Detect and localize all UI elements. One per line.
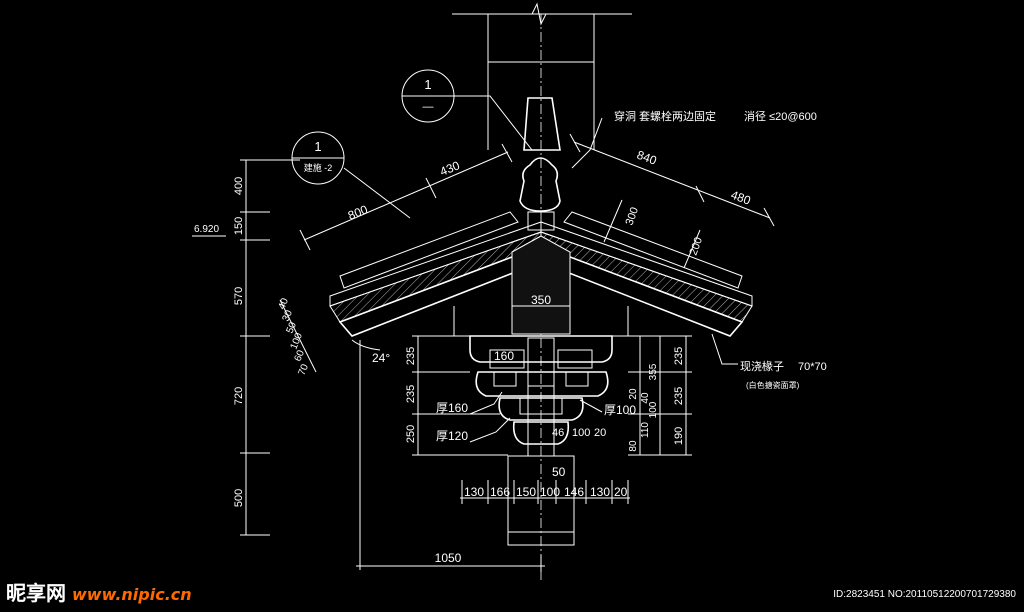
thickness-labels: 厚160 厚120 厚100 xyxy=(436,391,636,443)
dim-50: 50 xyxy=(552,465,566,479)
top-left-slope-dims: 800 430 xyxy=(299,143,513,251)
note-rafter-size: 70*70 xyxy=(798,361,827,373)
dim-b-166: 166 xyxy=(490,485,510,499)
section-ref-bubble-2: 1 建施 -2 xyxy=(291,131,411,219)
dim-r-110: 110 xyxy=(640,422,651,438)
watermark-site: 昵享网 xyxy=(6,581,66,605)
dim-v-570: 570 xyxy=(233,287,245,305)
note-rafter-finish: (白色搪瓷面罩) xyxy=(746,380,800,390)
dim-r-40: 40 xyxy=(640,392,651,404)
left-dimension-chain: 400 150 570 720 500 6.920 xyxy=(192,159,300,536)
dim-1050: 1050 xyxy=(435,551,462,565)
note-rafter: 现浇椽子 xyxy=(740,360,784,373)
lower-column xyxy=(507,455,575,546)
dim-r-20: 20 xyxy=(628,388,639,400)
section-ref-2-sub: 建施 -2 xyxy=(304,162,333,173)
image-id-label: ID:2823451 NO:20110512200701729380 xyxy=(833,589,1016,600)
bracket-set xyxy=(469,335,613,457)
dim-350: 350 xyxy=(531,293,551,307)
inner-right-dims: 235 235 190 355 20 80 110 100 40 xyxy=(628,335,692,456)
bottom-dim-chain: 130 166 150 100 146 130 20 xyxy=(460,480,630,504)
dim-r-100: 100 xyxy=(648,401,659,418)
right-roof-slab xyxy=(540,211,753,337)
section-ref-2-number: 1 xyxy=(314,139,321,154)
dim-inner-235a: 235 xyxy=(405,347,417,365)
dim-r-80: 80 xyxy=(628,440,639,452)
dim-v-150: 150 xyxy=(233,217,245,235)
upper-column xyxy=(487,13,595,150)
dim-r-190: 190 xyxy=(673,427,685,445)
dim-b-130a: 130 xyxy=(464,485,484,499)
left-small-dims: 40 30 50 100 60 70 xyxy=(277,296,317,377)
dim-small-40: 40 xyxy=(277,296,292,311)
elevation-label: 6.920 xyxy=(194,224,219,235)
dim-v-720: 720 xyxy=(233,387,245,405)
dim-840: 840 xyxy=(635,148,659,168)
dim-160: 160 xyxy=(494,349,514,363)
top-right-slope-dims: 840 480 300 200 xyxy=(569,133,775,269)
dim-b-20: 20 xyxy=(614,485,628,499)
dim-inner-250: 250 xyxy=(405,425,417,443)
dim-46: 46 xyxy=(552,427,564,439)
center-dims: 350 160 46 100 20 50 xyxy=(490,293,606,479)
dim-b-100: 100 xyxy=(540,485,560,499)
dim-inner-235b: 235 xyxy=(405,385,417,403)
dim-small-50: 50 xyxy=(285,320,300,335)
dim-r-235a: 235 xyxy=(673,347,685,365)
section-ref-bubble-1: 1 — xyxy=(401,69,533,151)
note-bolt-spacing: 消径 ≤20@600 xyxy=(744,109,817,123)
inner-left-dims: 235 235 250 xyxy=(405,335,508,456)
dim-20: 20 xyxy=(594,427,606,439)
dim-b-150: 150 xyxy=(516,485,536,499)
section-ref-1-number: 1 xyxy=(424,77,431,92)
dim-v-500: 500 xyxy=(233,489,245,507)
section-ref-1-sub: — xyxy=(423,101,434,113)
label-thick-160: 厚160 xyxy=(436,401,468,415)
dim-r-235b: 235 xyxy=(673,387,685,405)
dim-b-130b: 130 xyxy=(590,485,610,499)
dim-b-146: 146 xyxy=(564,485,584,499)
dim-100: 100 xyxy=(572,427,590,439)
watermark-url: www.nipic.cn xyxy=(72,585,192,604)
left-roof-slab xyxy=(329,211,542,337)
dim-small-70: 70 xyxy=(297,362,312,377)
angle-24: 24° xyxy=(372,351,390,365)
dim-300: 300 xyxy=(624,206,642,227)
note-bolt-fix: 穿洞 套螺栓两边固定 xyxy=(614,109,716,123)
dim-480: 480 xyxy=(729,188,753,208)
watermark: 昵享网 www.nipic.cn xyxy=(6,577,192,606)
dim-200: 200 xyxy=(688,236,706,257)
bolt-note: 穿洞 套螺栓两边固定 消径 ≤20@600 xyxy=(571,109,817,169)
dim-430: 430 xyxy=(438,158,462,179)
rafter-note: 现浇椽子 70*70 (白色搪瓷面罩) xyxy=(711,333,827,390)
dim-800: 800 xyxy=(346,202,370,223)
dim-v-400: 400 xyxy=(233,177,245,195)
label-thick-100: 厚100 xyxy=(604,403,636,417)
base-width-dim: 1050 xyxy=(356,340,545,572)
dim-r-355: 355 xyxy=(648,363,659,380)
dim-small-30: 30 xyxy=(281,308,296,323)
ridge-ornament xyxy=(519,97,561,231)
slope-angle: 24° xyxy=(351,339,390,365)
dim-small-60: 60 xyxy=(293,348,308,363)
label-thick-120: 厚120 xyxy=(436,429,468,443)
